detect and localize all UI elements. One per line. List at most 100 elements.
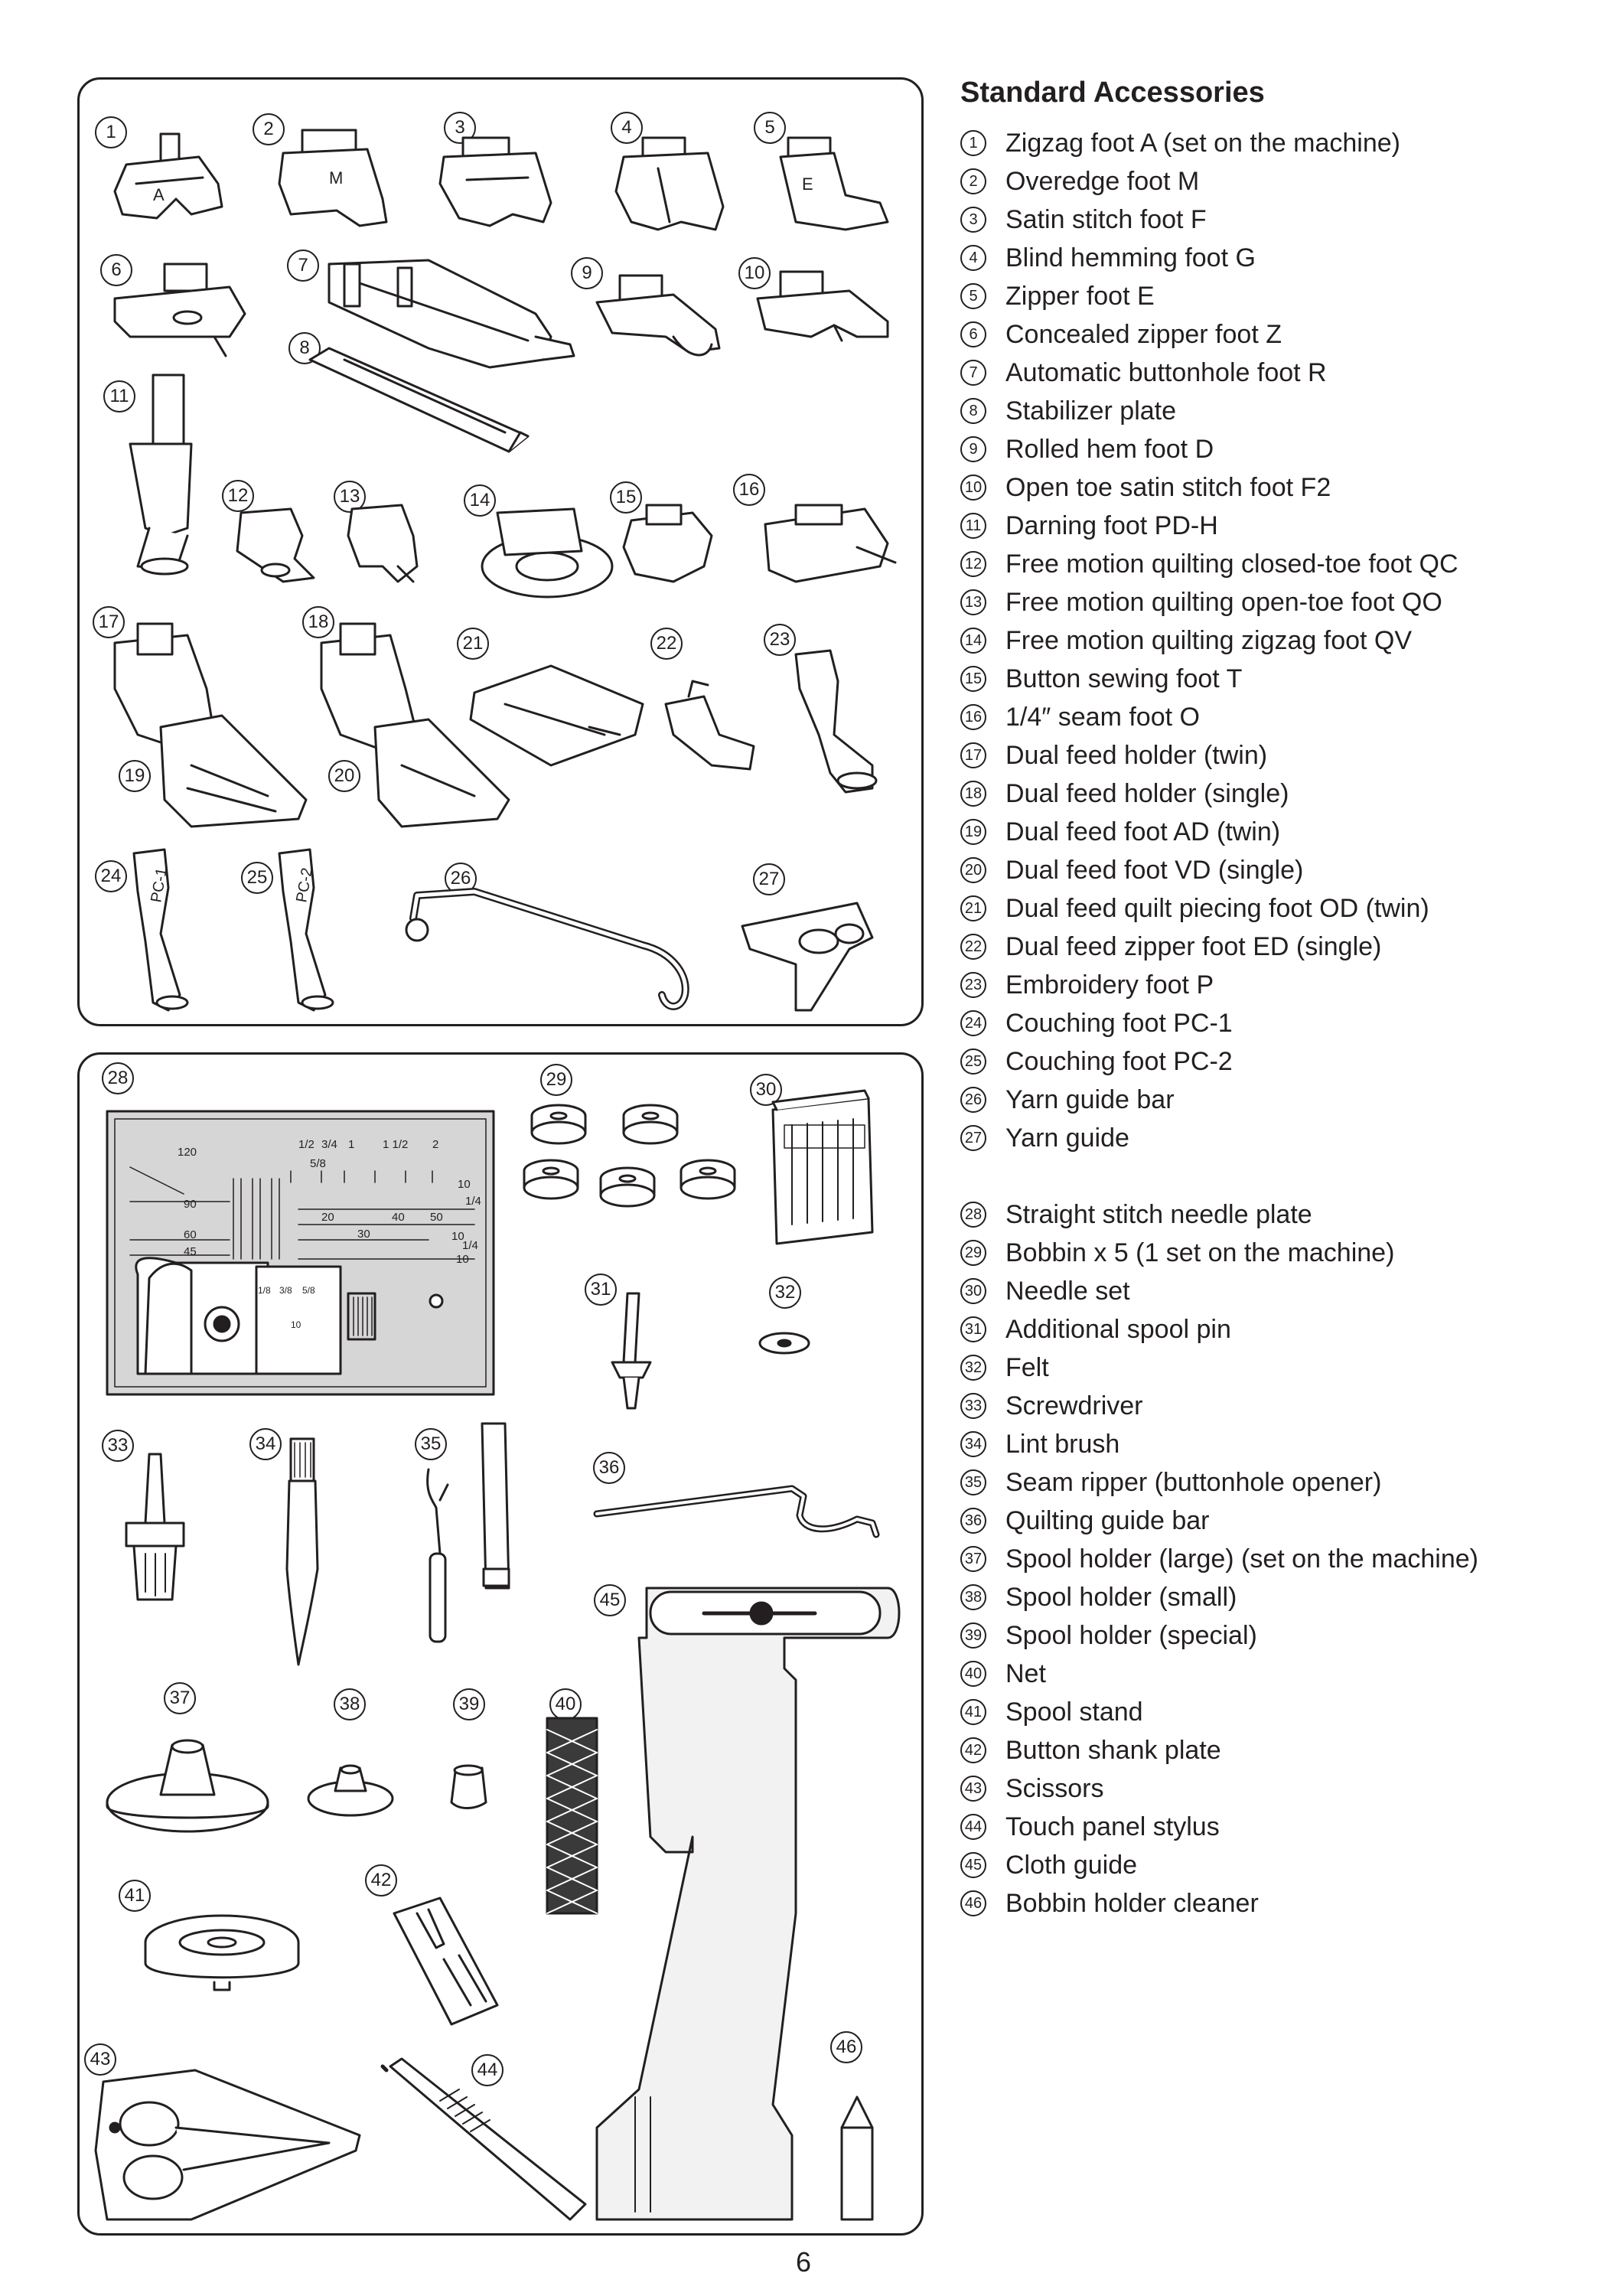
callout-10: 10 — [738, 257, 771, 289]
svg-text:10: 10 — [456, 1253, 469, 1266]
legend-label: Bobbin holder cleaner — [1005, 1888, 1259, 1918]
legend-number: 8 — [960, 398, 986, 424]
svg-text:45: 45 — [184, 1245, 197, 1258]
callout-29: 29 — [540, 1064, 572, 1096]
open-toe-satin-foot-f2-drawing — [756, 270, 889, 342]
callout-34: 34 — [249, 1428, 282, 1460]
legend-label: Zipper foot E — [1005, 281, 1155, 311]
legend-label: Needle set — [1005, 1276, 1130, 1306]
yarn-guide-bar-drawing — [405, 888, 689, 1010]
stabilizer-plate-drawing — [308, 347, 530, 453]
svg-text:10: 10 — [458, 1178, 471, 1191]
legend-label: Spool stand — [1005, 1697, 1143, 1727]
spool-holder-special-drawing — [450, 1764, 487, 1809]
callout-5: 5 — [754, 112, 786, 144]
legend-number: 32 — [960, 1355, 986, 1381]
legend-label: Straight stitch needle plate — [1005, 1199, 1312, 1229]
legend-label: Touch panel stylus — [1005, 1812, 1220, 1841]
automatic-buttonhole-foot-r-drawing — [328, 259, 575, 369]
straight-stitch-needle-plate-drawing: 120 90 60 45 1/2 3/4 1 1 1/2 2 5/8 10 1/… — [106, 1110, 495, 1396]
callout-17: 17 — [93, 606, 125, 638]
legend-number: 18 — [960, 781, 986, 807]
callout-6: 6 — [100, 254, 132, 286]
legend-label: Stabilizer plate — [1005, 396, 1177, 426]
rolled-hem-foot-d-drawing — [595, 274, 721, 357]
callout-16: 16 — [733, 474, 765, 506]
svg-text:M: M — [329, 168, 343, 188]
legend-label: Button shank plate — [1005, 1735, 1221, 1765]
legend-number: 29 — [960, 1240, 986, 1266]
legend-label: Yarn guide bar — [1005, 1084, 1175, 1114]
legend-number: 37 — [960, 1546, 986, 1572]
svg-text:50: 50 — [430, 1211, 443, 1224]
legend-number: 30 — [960, 1278, 986, 1304]
quilting-closed-toe-foot-qc-drawing — [236, 507, 315, 583]
legend-item: 29 Bobbin x 5 (1 set on the machine) — [960, 1236, 1394, 1270]
callout-20: 20 — [328, 760, 360, 792]
legend-label: Satin stitch foot F — [1005, 204, 1207, 234]
button-shank-plate-drawing — [393, 1896, 499, 2026]
legend-number: 39 — [960, 1623, 986, 1649]
legend-label: Dual feed quilt piecing foot OD (twin) — [1005, 893, 1429, 923]
callout-43: 43 — [84, 2043, 116, 2076]
svg-text:A: A — [153, 185, 165, 204]
svg-text:40: 40 — [392, 1211, 405, 1224]
legend-label: Dual feed zipper foot ED (single) — [1005, 931, 1382, 961]
legend-label: Darning foot PD-H — [1005, 510, 1218, 540]
legend-label: Bobbin x 5 (1 set on the machine) — [1005, 1238, 1395, 1267]
legend-label: Dual feed holder (twin) — [1005, 740, 1268, 770]
legend-number: 10 — [960, 475, 986, 501]
legend-label: Yarn guide — [1005, 1123, 1129, 1153]
legend-label: Automatic buttonhole foot R — [1005, 357, 1327, 387]
callout-39: 39 — [453, 1688, 485, 1720]
legend-number: 4 — [960, 245, 986, 271]
callout-32: 32 — [769, 1277, 801, 1309]
zipper-foot-e-drawing: E — [779, 136, 889, 231]
callout-2: 2 — [253, 113, 285, 145]
section-heading: Standard Accessories — [960, 77, 1265, 109]
spool-holder-large-drawing — [106, 1739, 269, 1833]
svg-text:60: 60 — [184, 1228, 197, 1241]
spool-stand-drawing — [144, 1914, 300, 1991]
callout-21: 21 — [457, 628, 489, 660]
lint-brush-drawing — [285, 1437, 319, 1666]
legend-number: 1 — [960, 130, 986, 156]
legend-label: Felt — [1005, 1352, 1049, 1382]
callout-3: 3 — [444, 112, 476, 144]
legend-label: Free motion quilting closed-toe foot QC — [1005, 549, 1458, 579]
legend-number: 41 — [960, 1699, 986, 1725]
couching-foot-pc2-drawing: PC-2 — [278, 848, 334, 1012]
felt-drawing — [758, 1332, 810, 1355]
legend-label: Lint brush — [1005, 1429, 1120, 1459]
legend-number: 16 — [960, 704, 986, 730]
legend-number: 31 — [960, 1316, 986, 1342]
legend-label: Spool holder (special) — [1005, 1620, 1257, 1650]
legend-label: Net — [1005, 1658, 1046, 1688]
dual-feed-holder-single-drawing — [320, 622, 510, 828]
quarter-inch-seam-foot-o-drawing — [764, 504, 897, 583]
legend-number: 14 — [960, 628, 986, 654]
legend-label: Free motion quilting open-toe foot QO — [1005, 587, 1442, 617]
callout-37: 37 — [164, 1682, 196, 1714]
legend-label: Cloth guide — [1005, 1850, 1138, 1880]
net-drawing — [546, 1717, 598, 1915]
additional-spool-pin-drawing — [611, 1292, 652, 1410]
